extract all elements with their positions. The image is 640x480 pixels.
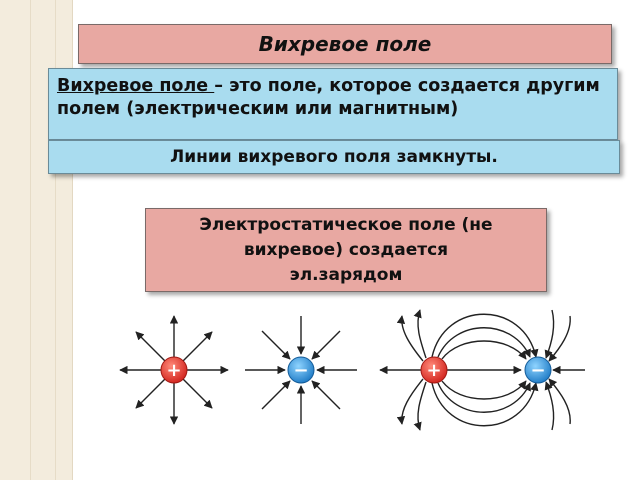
field-line [261, 330, 291, 360]
decorative-line [55, 0, 56, 480]
closed-lines-statement: Линии вихревого поля замкнуты. [48, 140, 620, 174]
field-line [544, 381, 555, 431]
field-line [413, 381, 427, 431]
electrostatic-note-line2: вихревое) создается [243, 239, 449, 260]
field-lines-diagram: + − + − [119, 309, 585, 431]
field-line [413, 309, 427, 359]
definition-box: Вихревое поле – это поле, которое создае… [48, 68, 618, 140]
positive-charge [160, 356, 188, 384]
field-line [311, 330, 341, 360]
definition-text: – это поле, которое создается другим пол… [57, 76, 600, 119]
field-line [431, 313, 539, 358]
dipole-negative-sign: − [530, 360, 545, 381]
decorative-line [30, 0, 31, 480]
field-line [431, 382, 539, 427]
field-line [437, 382, 531, 413]
field-line [437, 327, 531, 358]
field-line [261, 380, 291, 410]
field-line [441, 380, 527, 400]
dipole-field [379, 309, 585, 431]
definition-term: Вихревое поле [57, 76, 215, 96]
dipole-positive-sign: + [426, 360, 441, 381]
dipole-negative-charge [524, 356, 552, 384]
electrostatic-note-box: Электростатическое поле (не вихревое) со… [145, 208, 547, 292]
dipole-positive-charge [420, 356, 448, 384]
field-line [396, 315, 424, 362]
field-line [544, 309, 555, 359]
negative-charge [287, 356, 315, 384]
electrostatic-note-line1: Электростатическое поле (не [199, 214, 493, 235]
field-line [396, 378, 424, 425]
electrostatic-note-line3: эл.зарядом [289, 264, 403, 285]
positive-charge-field: + [119, 315, 229, 425]
slide-title: Вихревое поле [78, 24, 612, 64]
field-line [311, 380, 341, 410]
positive-sign: + [166, 360, 181, 381]
negative-charge-field: − [245, 316, 357, 424]
field-line [441, 340, 527, 360]
negative-sign: − [293, 360, 308, 381]
